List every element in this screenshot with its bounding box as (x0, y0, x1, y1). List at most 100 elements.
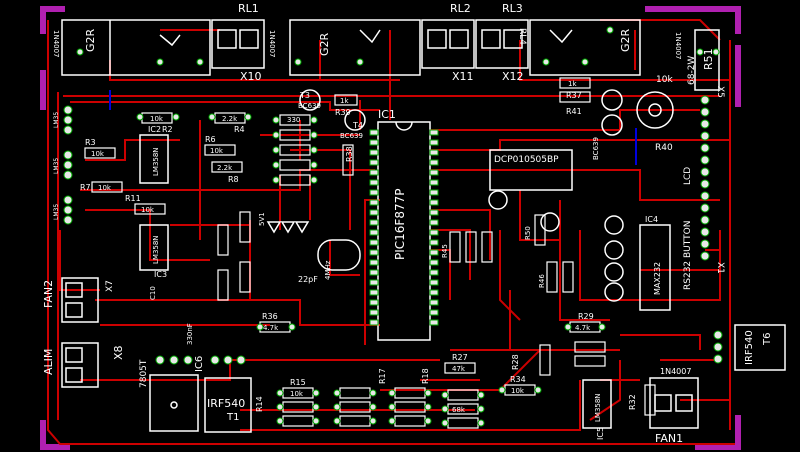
ic4-part: MAX232 (653, 262, 662, 295)
r36-label: R36 (262, 312, 278, 321)
x10-label: X10 (240, 70, 262, 83)
r40-label: R40 (655, 143, 673, 153)
r39-value: 1k (340, 97, 349, 105)
r3-label: R3 (85, 138, 96, 147)
r46-label: R46 (538, 274, 546, 288)
lm35-headers (63, 105, 73, 225)
r8-value: 2.2k (217, 164, 233, 172)
jumpers (109, 90, 637, 165)
alim-label: ALIM (42, 349, 55, 375)
lm35-label-2: LM35 (53, 158, 60, 174)
r4-label: R4 (234, 125, 245, 134)
r37-value: 1k (568, 80, 577, 88)
rl3-label: RL3 (502, 2, 523, 15)
r29-value: 4.7k (575, 324, 591, 332)
terminal-x11 (421, 19, 475, 69)
ic5-label: IC5 (596, 427, 605, 440)
r32-label: R32 (628, 394, 637, 410)
ic1-part: PIC16F877P (393, 189, 407, 260)
rl2-label: RL2 (450, 2, 471, 15)
r41-label: R41 (566, 107, 582, 116)
transistor-t1 (204, 377, 252, 433)
r50-label: R50 (524, 226, 532, 240)
r11-value: 10k (141, 206, 155, 214)
r45-label: R45 (441, 244, 449, 258)
x5-label: X5 (715, 86, 725, 98)
x8-label: X8 (112, 345, 125, 360)
r37-label: R37 (566, 91, 582, 100)
ic3-part: LM358N (152, 235, 160, 264)
electrolytic-capacitors (488, 190, 624, 302)
r27-label: R27 (452, 353, 468, 362)
relay-right-diode-label: 1N4007 (674, 32, 682, 60)
relay-left-outline (61, 19, 211, 76)
t1-part: IRF540 (207, 397, 245, 410)
r11-label: R11 (125, 194, 141, 203)
ic5-part: LM358N (594, 393, 602, 422)
t3-part: BC639 (298, 102, 321, 110)
lm35-label-3: LM35 (53, 204, 60, 220)
ic1-pins (369, 129, 439, 326)
t1-pins (210, 355, 246, 365)
ic4-label: IC4 (645, 215, 658, 224)
ic2-part: LM358N (152, 147, 160, 176)
fan1-diode-label: 1N4007 (660, 367, 691, 376)
r39-label: R39 (335, 108, 351, 117)
relay-left-diode-label: 1N4007 (52, 30, 60, 58)
zener-5v1-label: 5V1 (258, 212, 266, 226)
lm35-label-1: LM35 (53, 112, 60, 128)
terminal-alim (61, 342, 99, 388)
r15-label: R15 (290, 378, 306, 387)
relay-left-type: G2R (84, 28, 97, 52)
crystal (317, 239, 361, 271)
transistors-bc639 (299, 89, 366, 131)
dcp-module (489, 149, 573, 191)
potentiometer-r40 (636, 91, 674, 129)
r7-label: R7 (80, 183, 91, 192)
r14-label: R14 (255, 396, 264, 412)
r330-value: 330 (287, 116, 300, 124)
t4-part: BC639 (340, 132, 363, 140)
r15-value: 10k (290, 390, 304, 398)
r6-label: R6 (205, 135, 216, 144)
x12-label: X12 (502, 70, 524, 83)
x7-label: X7 (105, 280, 115, 292)
r36-value: 4.7k (263, 324, 279, 332)
ic3-label: IC3 (154, 270, 167, 279)
ic3-outline (139, 224, 169, 271)
t1-label: T1 (226, 412, 239, 423)
r28-label: R28 (511, 354, 520, 370)
r7-value: 10k (98, 184, 112, 192)
ic6-part: 7805T (139, 359, 149, 388)
r18-label: R18 (421, 368, 430, 384)
resistor-r51 (694, 29, 720, 91)
crystal-label: 4MHz (324, 260, 332, 280)
ic2-outline (139, 134, 169, 184)
ic2-label: IC2 (148, 125, 161, 134)
relay-right-type: G2R (619, 28, 632, 52)
r8-label: R8 (228, 175, 239, 184)
pot-value: 10k (656, 75, 673, 85)
zener-diodes (266, 221, 310, 234)
regulator-7805-pins (155, 355, 193, 365)
dcp-label: DCP010505BP (494, 155, 559, 165)
lcd-label: LCD (683, 167, 693, 185)
ic6-label: IC6 (194, 356, 205, 372)
t6-pins (713, 330, 723, 364)
ic4-outline (639, 224, 671, 311)
r2-label: R2 (162, 125, 173, 134)
corner-marks (40, 6, 741, 450)
t4-label: T4 (352, 121, 363, 130)
relay-mid-outline (289, 19, 421, 76)
fan1-label: FAN1 (655, 432, 683, 445)
r51-value: 68-2W (687, 56, 697, 85)
x1-label: X1 (715, 262, 725, 274)
t3-label: T3 (299, 91, 310, 100)
r38-label: R38 (345, 146, 354, 162)
terminal-fan2 (61, 277, 99, 323)
relay-mid-diode-label: 1N4007 (268, 30, 276, 58)
r51-label: R51 (702, 48, 715, 70)
r34-label: R34 (510, 375, 526, 384)
t6-label: T6 (762, 333, 773, 346)
ic1-label: IC1 (378, 108, 396, 121)
